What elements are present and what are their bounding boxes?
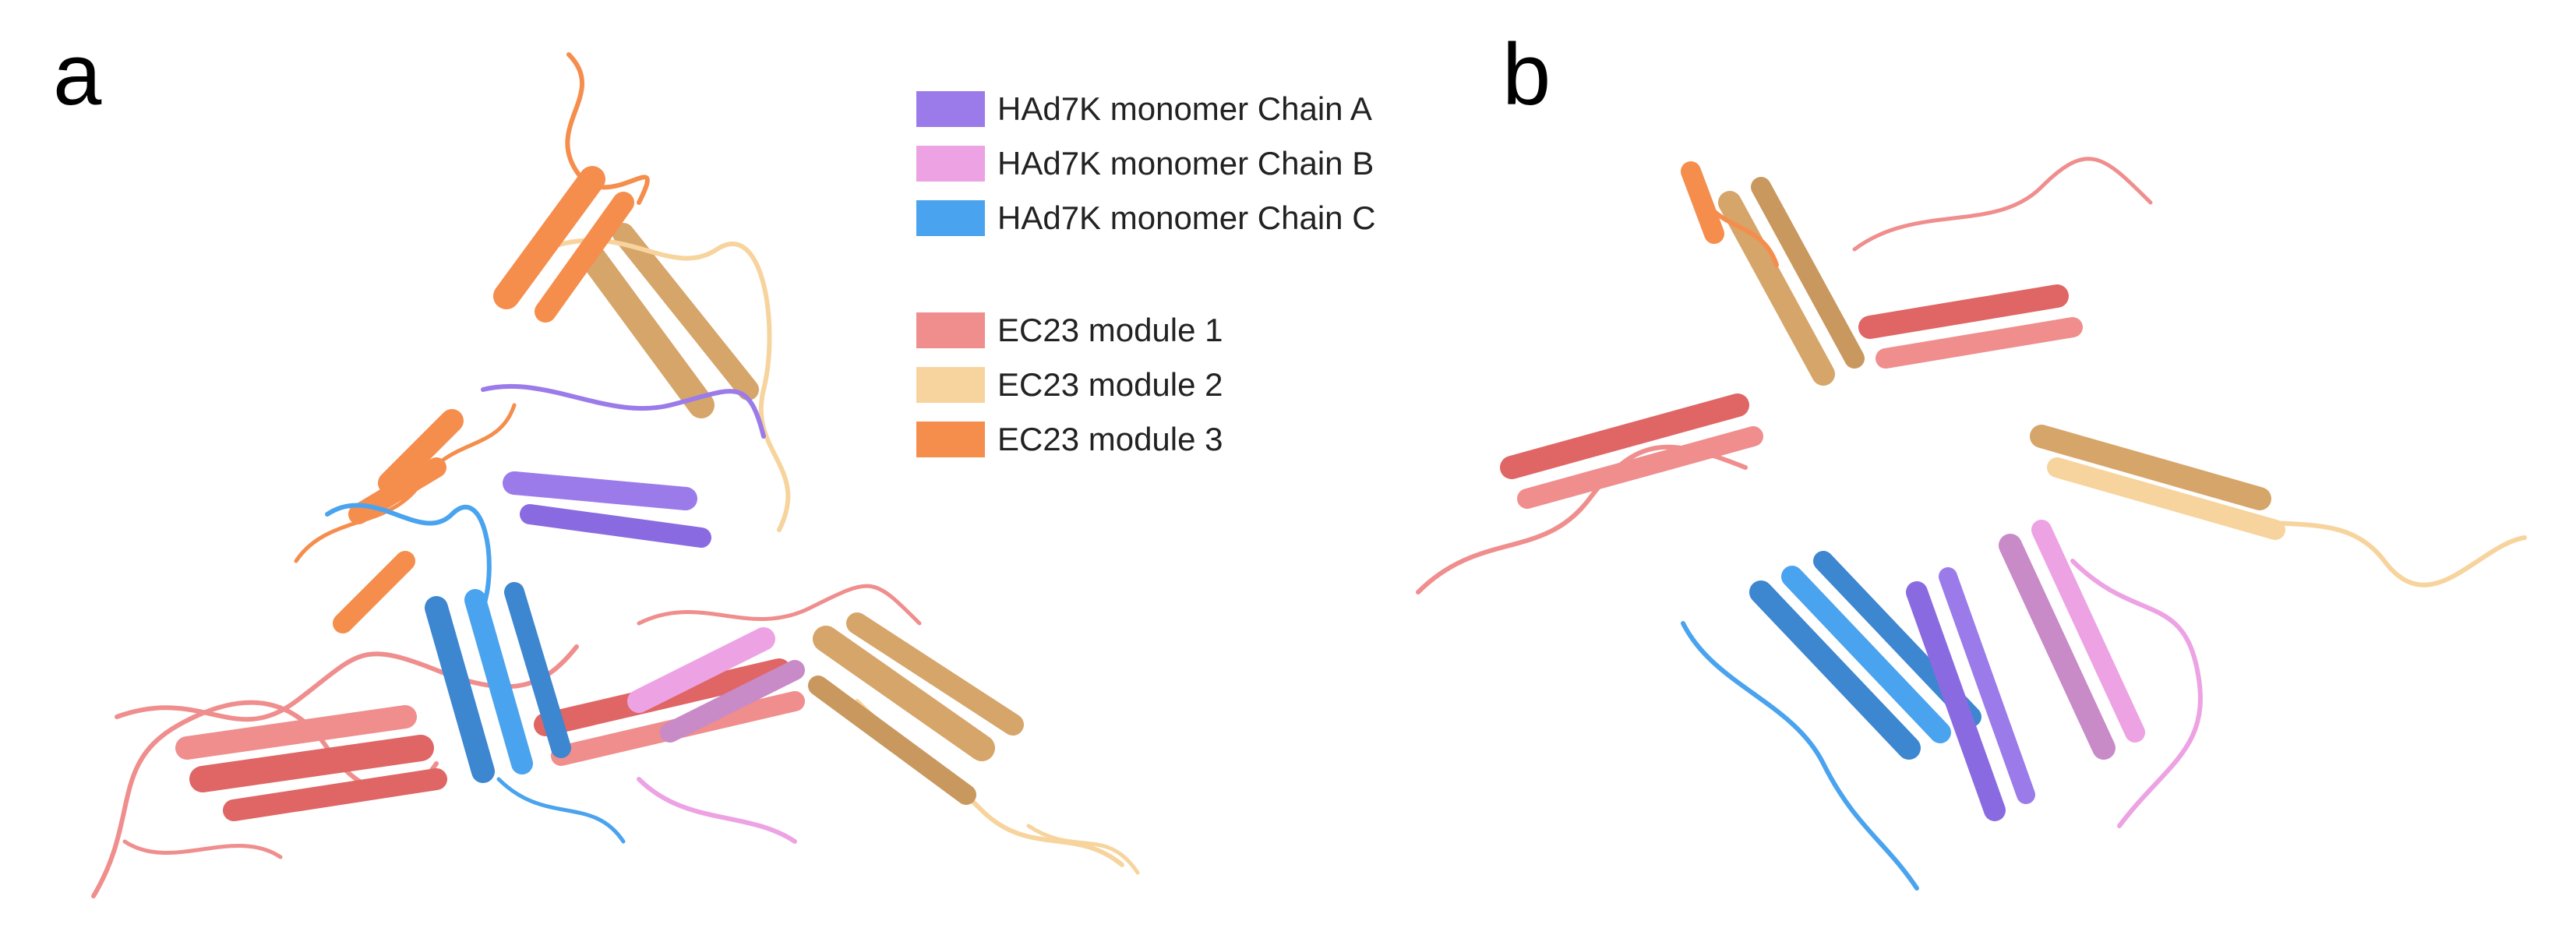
- legend-swatch-chain-b: [916, 146, 985, 182]
- had7k-chain-a-b: [1906, 567, 2035, 821]
- legend-item-chain-a: HAd7K monomer Chain A: [916, 87, 1372, 131]
- legend: HAd7K monomer Chain A HAd7K monomer Chai…: [916, 87, 1509, 492]
- panel-label-a: a: [53, 26, 102, 123]
- ec23-module1-b: [1416, 157, 2153, 594]
- structure-a: [91, 52, 1140, 898]
- legend-swatch-chain-a: [916, 91, 985, 127]
- ec23-module3-b: [1681, 161, 1779, 267]
- legend-swatch-module-1: [916, 312, 985, 348]
- legend-item-module-3: EC23 module 3: [916, 418, 1223, 461]
- legend-item-chain-c: HAd7K monomer Chain C: [916, 196, 1376, 240]
- legend-label-chain-a: HAd7K monomer Chain A: [997, 90, 1372, 127]
- legend-label-module-3: EC23 module 3: [997, 421, 1223, 457]
- legend-label-chain-b: HAd7K monomer Chain B: [997, 145, 1374, 182]
- legend-item-module-1: EC23 module 1: [916, 309, 1223, 352]
- panel-label-b: b: [1502, 26, 1551, 123]
- ec23-module2-b: [1718, 177, 2527, 587]
- had7k-chain-a-a: [481, 384, 766, 548]
- ec23-module2-a: [543, 223, 1140, 875]
- legend-label-chain-c: HAd7K monomer Chain C: [997, 199, 1376, 236]
- had7k-chain-c-a: [325, 503, 626, 844]
- legend-swatch-module-2: [916, 367, 985, 403]
- ec23-module3-a: [294, 52, 650, 633]
- structure-b: [1416, 157, 2527, 891]
- legend-item-chain-b: HAd7K monomer Chain B: [916, 142, 1374, 185]
- had7k-chain-b-a: [627, 627, 805, 844]
- legend-item-module-2: EC23 module 2: [916, 363, 1223, 407]
- legend-label-module-1: EC23 module 1: [997, 312, 1223, 348]
- legend-swatch-chain-c: [916, 200, 985, 236]
- had7k-chain-b-b: [1999, 520, 2203, 828]
- legend-label-module-2: EC23 module 2: [997, 366, 1223, 403]
- legend-swatch-module-3: [916, 422, 985, 457]
